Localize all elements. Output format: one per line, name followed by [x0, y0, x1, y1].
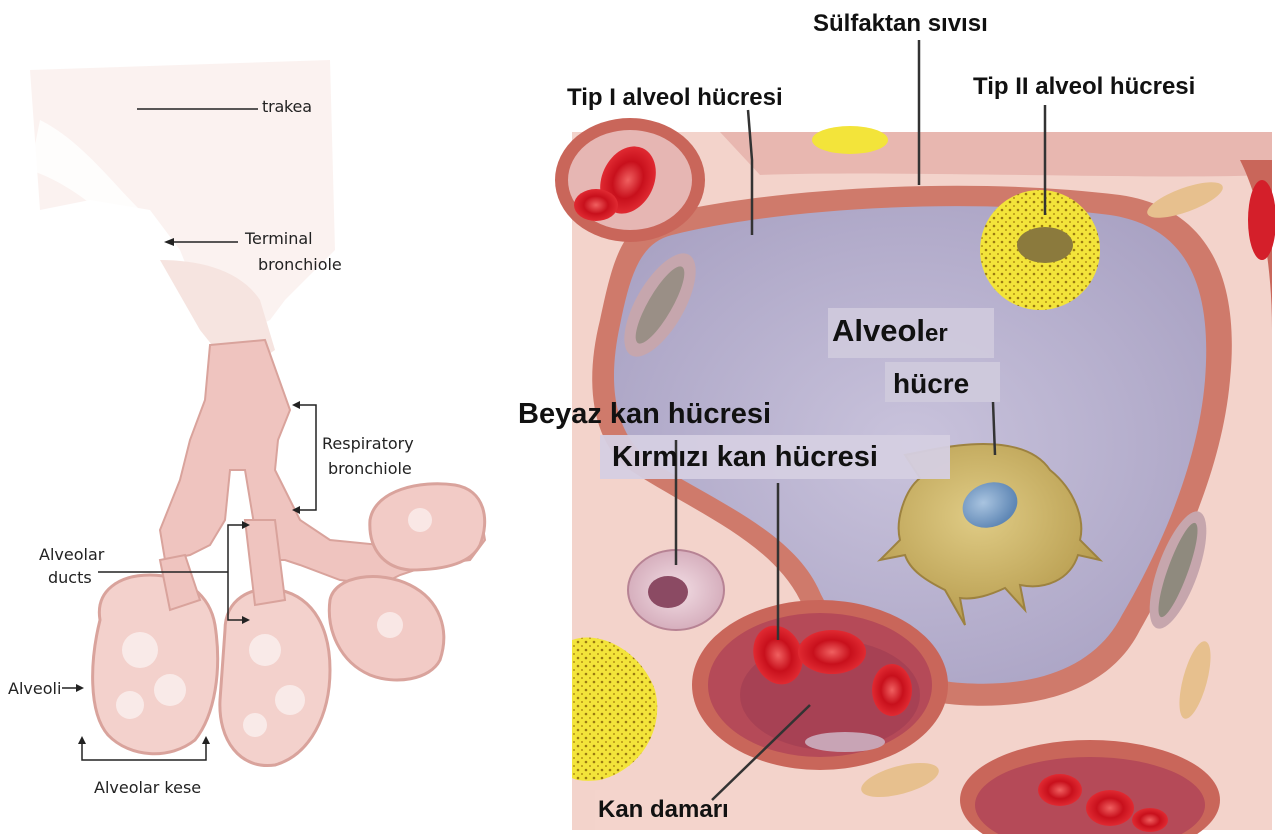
label-alveolar-ducts-2: ducts [48, 568, 92, 587]
red-blood-cell [574, 189, 618, 221]
blood-vessel [692, 600, 948, 770]
label-type-i-cell: Tip I alveol hücresi [567, 84, 783, 111]
label-respiratory-bronchiole: Respiratory [322, 434, 414, 453]
label-terminal-bronchiole-2: bronchiole [258, 255, 342, 274]
label-alveolar-ducts: Alveolar [39, 545, 105, 564]
label-alveolar-cell-part1: Alveol [832, 313, 925, 348]
label-trachea: trakea [262, 97, 312, 116]
red-blood-cell [872, 664, 912, 716]
label-alveolar-cell-suffix: er [925, 320, 948, 347]
red-blood-cell [798, 630, 866, 674]
label-alveoli: Alveoli [8, 679, 61, 698]
capillary-top-left [555, 118, 705, 242]
alveolus-illustration [555, 118, 1275, 834]
label-alveolar-cell-2: hücre [893, 368, 969, 399]
label-respiratory-bronchiole-2: bronchiole [328, 459, 412, 478]
label-type-ii-cell: Tip II alveol hücresi [973, 73, 1195, 100]
middle-alveolar-sac [220, 589, 330, 765]
label-red-blood-cell: Kırmızı kan hücresi [612, 441, 878, 473]
label-blood-vessel: Kan damarı [598, 796, 729, 823]
label-white-blood-cell: Beyaz kan hücresi [518, 398, 771, 430]
type-ii-alveolar-cell [980, 190, 1100, 310]
label-terminal-bronchiole: Terminal [244, 229, 313, 248]
airway-illustration [30, 60, 485, 766]
left-alveolar-sac [93, 575, 218, 754]
label-surfactant: Sülfaktan sıvısı [813, 10, 988, 37]
label-alveolar-sac: Alveolar kese [94, 778, 201, 797]
